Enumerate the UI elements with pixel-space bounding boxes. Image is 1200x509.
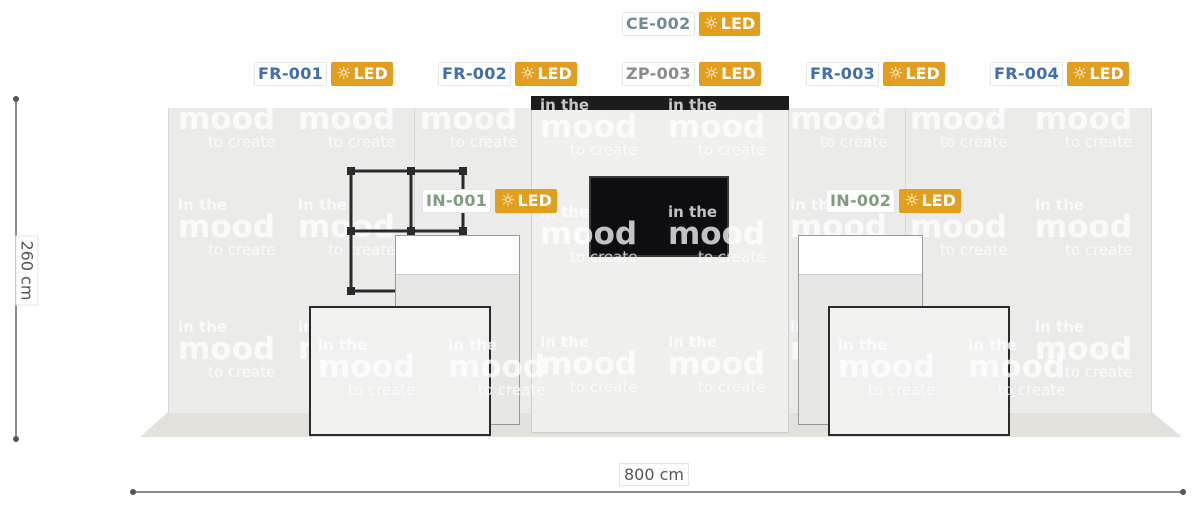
label-code: FR-001 xyxy=(254,62,328,86)
label-in-001[interactable]: IN-001 ☼LED xyxy=(422,189,557,213)
led-badge: ☼LED xyxy=(495,189,557,213)
label-code: FR-002 xyxy=(438,62,512,86)
label-code: FR-003 xyxy=(806,62,880,86)
label-fr-004[interactable]: FR-004 ☼LED xyxy=(990,62,1129,86)
label-code: IN-002 xyxy=(826,189,896,213)
led-badge: ☼LED xyxy=(899,189,961,213)
sun-icon: ☼ xyxy=(703,64,720,84)
central-tower-zp-003 xyxy=(531,108,789,433)
label-fr-002[interactable]: FR-002 ☼LED xyxy=(438,62,577,86)
label-ce-002[interactable]: CE-002 ☼LED xyxy=(622,12,761,36)
counter-left-front xyxy=(309,306,491,436)
sun-icon: ☼ xyxy=(703,14,719,34)
sun-icon: ☼ xyxy=(904,191,920,211)
label-code: FR-004 xyxy=(990,62,1064,86)
led-badge: ☼LED xyxy=(883,62,945,86)
label-fr-001[interactable]: FR-001 ☼LED xyxy=(254,62,393,86)
counter-right-front xyxy=(828,306,1010,436)
tv-screen xyxy=(589,176,729,257)
width-dimension-label: 800 cm xyxy=(619,463,690,486)
label-code: CE-002 xyxy=(622,12,695,36)
label-zp-003[interactable]: ZP-003 ☼LED xyxy=(622,62,761,86)
led-badge: ☼LED xyxy=(331,62,393,86)
label-code: ZP-003 xyxy=(622,62,695,86)
sun-icon: ☼ xyxy=(1072,64,1088,84)
led-badge: ☼LED xyxy=(1067,62,1129,86)
label-code: IN-001 xyxy=(422,189,492,213)
led-badge: ☼LED xyxy=(698,12,761,36)
led-badge: ☼LED xyxy=(515,62,577,86)
height-dimension-label: 260 cm xyxy=(15,235,39,306)
led-badge: ☼LED xyxy=(698,62,761,86)
label-in-002[interactable]: IN-002 ☼LED xyxy=(826,189,961,213)
sun-icon: ☼ xyxy=(888,64,904,84)
tower-header-ce-002 xyxy=(531,96,789,110)
sun-icon: ☼ xyxy=(336,64,352,84)
label-fr-003[interactable]: FR-003 ☼LED xyxy=(806,62,945,86)
sun-icon: ☼ xyxy=(520,64,536,84)
sun-icon: ☼ xyxy=(500,191,516,211)
